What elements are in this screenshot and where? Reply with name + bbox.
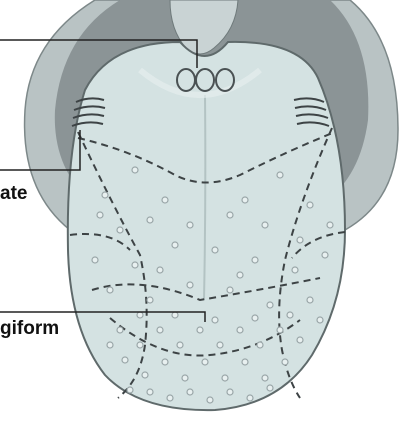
fungiform-papilla	[92, 257, 98, 263]
fungiform-papilla	[197, 327, 203, 333]
fungiform-papilla	[262, 222, 268, 228]
fungiform-papilla	[147, 297, 153, 303]
fungiform-papilla	[132, 167, 138, 173]
fungiform-papilla	[237, 327, 243, 333]
fungiform-papilla	[242, 359, 248, 365]
fungiform-papilla	[262, 375, 268, 381]
fungiform-papilla	[222, 375, 228, 381]
fungiform-papilla	[162, 197, 168, 203]
fungiform-papilla	[107, 287, 113, 293]
fungiform-papilla	[187, 389, 193, 395]
fungiform-papilla	[257, 342, 263, 348]
fungiform-papilla	[267, 302, 273, 308]
fungiform-papilla	[242, 197, 248, 203]
fungiform-papilla	[227, 389, 233, 395]
fungiform-papilla	[297, 337, 303, 343]
fungiform-papilla	[137, 312, 143, 318]
fungiform-label: giform	[0, 319, 59, 338]
fungiform-papilla	[177, 342, 183, 348]
fungiform-papilla	[187, 222, 193, 228]
fungiform-papilla	[227, 287, 233, 293]
fungiform-papilla	[147, 389, 153, 395]
fungiform-papilla	[172, 242, 178, 248]
fungiform-papilla	[252, 315, 258, 321]
fungiform-papilla	[107, 342, 113, 348]
fungiform-papilla	[162, 359, 168, 365]
fungiform-papilla	[237, 272, 243, 278]
foliate-label: ate	[0, 184, 27, 203]
fungiform-papilla	[157, 267, 163, 273]
fungiform-papilla	[282, 359, 288, 365]
fungiform-papilla	[207, 397, 213, 403]
fungiform-papilla	[142, 372, 148, 378]
fungiform-papilla	[122, 357, 128, 363]
fungiform-papilla	[327, 222, 333, 228]
fungiform-papilla	[287, 312, 293, 318]
fungiform-papilla	[322, 252, 328, 258]
fungiform-papilla	[307, 297, 313, 303]
fungiform-papilla	[132, 262, 138, 268]
fungiform-papilla	[297, 237, 303, 243]
fungiform-papilla	[157, 327, 163, 333]
fungiform-papilla	[147, 217, 153, 223]
fungiform-papilla	[172, 312, 178, 318]
fungiform-papilla	[252, 257, 258, 263]
fungiform-papilla	[187, 282, 193, 288]
fungiform-papilla	[277, 327, 283, 333]
fungiform-papilla	[267, 385, 273, 391]
fungiform-papilla	[277, 172, 283, 178]
fungiform-papilla	[292, 267, 298, 273]
fungiform-papilla	[117, 227, 123, 233]
fungiform-papilla	[212, 247, 218, 253]
fungiform-papilla	[182, 375, 188, 381]
fungiform-papilla	[167, 395, 173, 401]
fungiform-papilla	[217, 342, 223, 348]
fungiform-papilla	[127, 387, 133, 393]
fungiform-papilla	[307, 202, 313, 208]
fungiform-papilla	[137, 342, 143, 348]
fungiform-papilla	[102, 192, 108, 198]
fungiform-papilla	[212, 317, 218, 323]
fungiform-papilla	[97, 212, 103, 218]
fungiform-papilla	[117, 327, 123, 333]
fungiform-papilla	[227, 212, 233, 218]
fungiform-papilla	[202, 359, 208, 365]
fungiform-papilla	[317, 317, 323, 323]
fungiform-papilla	[247, 395, 253, 401]
